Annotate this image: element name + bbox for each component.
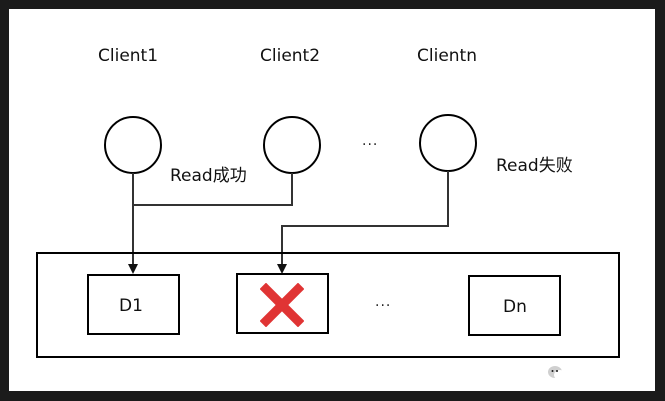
clientn-node xyxy=(419,114,477,172)
client-ellipsis: ... xyxy=(362,133,379,149)
client2-node xyxy=(263,116,321,174)
clientn-label: Clientn xyxy=(417,46,477,66)
client2-to-d1-line xyxy=(133,173,293,206)
client2-label: Client2 xyxy=(260,46,321,66)
read-fail-label: Read失败 xyxy=(496,156,573,176)
watermark-text: 春哥叨叨 xyxy=(573,366,629,382)
client1-node xyxy=(104,116,162,174)
node-ellipsis: ... xyxy=(375,294,392,310)
diagram-connectors xyxy=(36,114,620,358)
node-dn-label: Dn xyxy=(503,297,527,317)
node-d1-label: D1 xyxy=(119,296,143,316)
client1-label: Client1 xyxy=(98,46,159,66)
node-d2-failed xyxy=(236,273,329,334)
read-success-label: Read成功 xyxy=(170,166,247,186)
node-d1: D1 xyxy=(87,274,180,335)
clientn-to-d2-line xyxy=(277,171,449,274)
node-dn: Dn xyxy=(468,275,561,336)
wechat-icon xyxy=(548,366,566,380)
failure-x-icon xyxy=(260,283,304,327)
diagram-canvas: Client1 Client2 Clientn ... Read成功 Read失… xyxy=(9,9,655,391)
storage-container xyxy=(36,252,620,358)
watermark: 春哥叨叨 xyxy=(547,363,629,383)
